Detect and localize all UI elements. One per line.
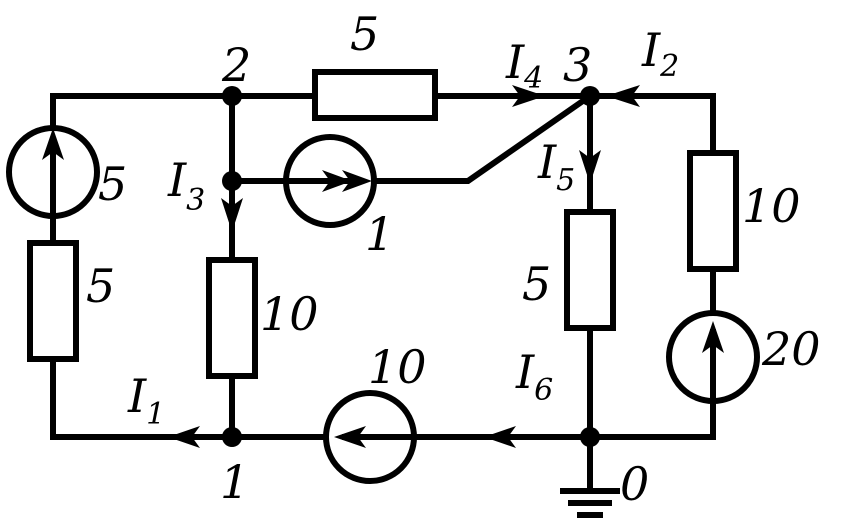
current-label-i4: I4 (505, 35, 543, 96)
emf-source-right (666, 310, 760, 404)
junction-node-1 (222, 427, 242, 447)
arrow-i6-icon (484, 426, 516, 448)
arrow-i5-icon (579, 150, 601, 184)
emf-left-value: 5 (98, 157, 127, 211)
emf-source-left (6, 125, 100, 219)
current-source-value: 1 (365, 207, 394, 261)
arrow-i2-icon (606, 85, 640, 107)
current-label-i1: I1 (127, 369, 165, 432)
node-label-2: 2 (221, 38, 251, 92)
resistor-left (27, 240, 79, 362)
resistor-top (312, 69, 438, 121)
arrow-i4-icon (512, 85, 545, 107)
emf-source-bottom (323, 390, 417, 484)
current-label-i5: I5 (537, 135, 575, 198)
arrow-i1-icon (168, 426, 200, 448)
node-label-1: 1 (220, 455, 249, 509)
resistor-left-value: 5 (86, 259, 115, 313)
junction-node-3 (580, 86, 600, 106)
junction-node-2 (222, 86, 242, 106)
node-label-3: 3 (563, 38, 592, 92)
current-label-i3: I3 (167, 153, 205, 218)
resistor-middle-value: 10 (260, 287, 319, 341)
resistor-center-value: 5 (522, 257, 551, 311)
resistor-center (564, 209, 616, 331)
node-label-0: 0 (620, 457, 649, 511)
current-source-middle (283, 134, 377, 228)
current-label-i6: I6 (515, 345, 553, 408)
emf-right-value: 20 (761, 322, 821, 376)
junction-mid (222, 171, 242, 191)
current-label-i2: I2 (641, 23, 679, 84)
ground-symbol (560, 488, 620, 518)
emf-bottom-value: 10 (368, 340, 427, 394)
arrow-i3-icon (221, 198, 243, 232)
resistor-right-value: 10 (742, 179, 801, 233)
resistor-top-value: 5 (350, 7, 379, 61)
junction-node-0 (580, 427, 600, 447)
resistor-right (687, 150, 739, 272)
junction-dots (222, 86, 600, 447)
resistor-middle (206, 257, 258, 379)
